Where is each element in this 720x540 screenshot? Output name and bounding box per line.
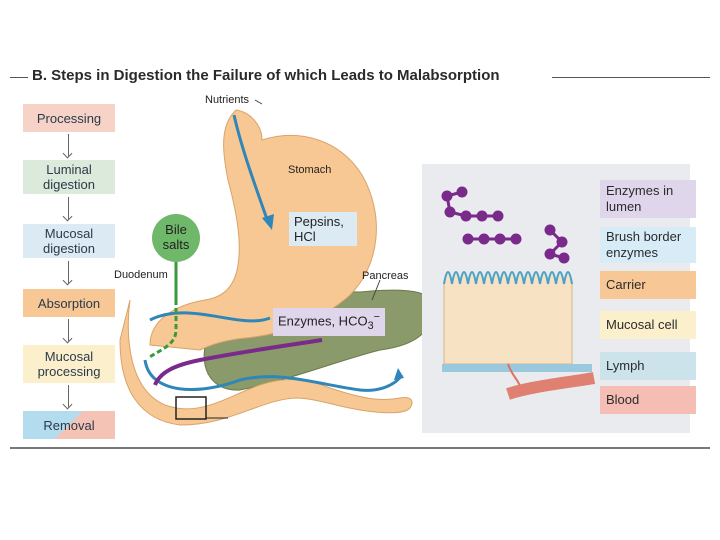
blood-vessel bbox=[506, 372, 596, 400]
title-rule-left bbox=[10, 77, 28, 78]
label-duodenum: Duodenum bbox=[114, 269, 168, 281]
hco3-subscript: 3 bbox=[367, 319, 374, 332]
figure-title: B. Steps in Digestion the Failure of whi… bbox=[32, 67, 500, 84]
lumen-flow-arrow bbox=[143, 359, 404, 392]
label-stomach: Stomach bbox=[288, 164, 332, 176]
step-arrow bbox=[68, 197, 69, 219]
arrowhead bbox=[262, 214, 274, 230]
step-arrow bbox=[68, 385, 69, 407]
enzymes-hco3-text: Enzymes, HCO bbox=[278, 313, 368, 329]
figure-frame bbox=[10, 90, 710, 449]
hco3-superscript: − bbox=[373, 311, 380, 323]
stomach-shape bbox=[149, 109, 377, 351]
mucosa-illustration bbox=[441, 186, 596, 400]
legend-blood: Blood bbox=[600, 386, 696, 414]
step-label: Mucosal processing bbox=[37, 349, 101, 379]
step-label: Luminal digestion bbox=[42, 162, 96, 192]
legend-mucosal-cell: Mucosal cell bbox=[600, 311, 696, 339]
label-enzymes-hco3: Enzymes, HCO3− bbox=[273, 308, 385, 336]
legend-brush-border-enzymes: Brush border enzymes bbox=[600, 227, 696, 263]
label-nutrients: Nutrients bbox=[205, 94, 250, 106]
legend-lymph: Lymph bbox=[600, 352, 696, 380]
microvilli bbox=[443, 271, 573, 285]
step-mucosal-processing: Mucosal processing bbox=[23, 345, 115, 383]
step-absorption: Absorption bbox=[23, 289, 115, 317]
step-arrow bbox=[68, 319, 69, 341]
nutrient-flow-arrow bbox=[232, 114, 270, 223]
arrowhead bbox=[394, 368, 404, 380]
lumen-flow-arrow bbox=[149, 311, 271, 323]
legend-carrier: Carrier bbox=[600, 271, 696, 299]
title-rule-right bbox=[552, 77, 710, 78]
bile-salts-bubble bbox=[152, 214, 200, 262]
zoom-box bbox=[175, 396, 207, 420]
step-luminal-digestion: Luminal digestion bbox=[23, 160, 115, 194]
step-processing: Processing bbox=[23, 104, 115, 132]
step-removal: Removal bbox=[23, 411, 115, 439]
lymph-link bbox=[507, 363, 521, 387]
step-mucosal-digestion: Mucosal digestion bbox=[23, 224, 115, 258]
legend-enzymes-in-lumen: Enzymes in lumen bbox=[600, 180, 696, 218]
label-bile-salts: Bile salts bbox=[162, 222, 190, 252]
bile-flow-arrow bbox=[147, 300, 178, 360]
label-pancreas: Pancreas bbox=[362, 270, 409, 282]
mucosal-cell bbox=[443, 284, 573, 365]
label-pepsins-hcl: Pepsins, HCl bbox=[289, 212, 357, 246]
figure-title-bar: B. Steps in Digestion the Failure of whi… bbox=[10, 66, 710, 88]
enzyme-chains bbox=[441, 186, 570, 264]
step-arrow bbox=[68, 261, 69, 283]
step-label: Mucosal digestion bbox=[42, 226, 96, 256]
step-arrow bbox=[68, 134, 69, 156]
label-pointer bbox=[254, 99, 263, 105]
label-pointer bbox=[371, 279, 381, 301]
enzyme-flow-arrow bbox=[153, 338, 323, 386]
duodenum-shape bbox=[119, 299, 413, 426]
